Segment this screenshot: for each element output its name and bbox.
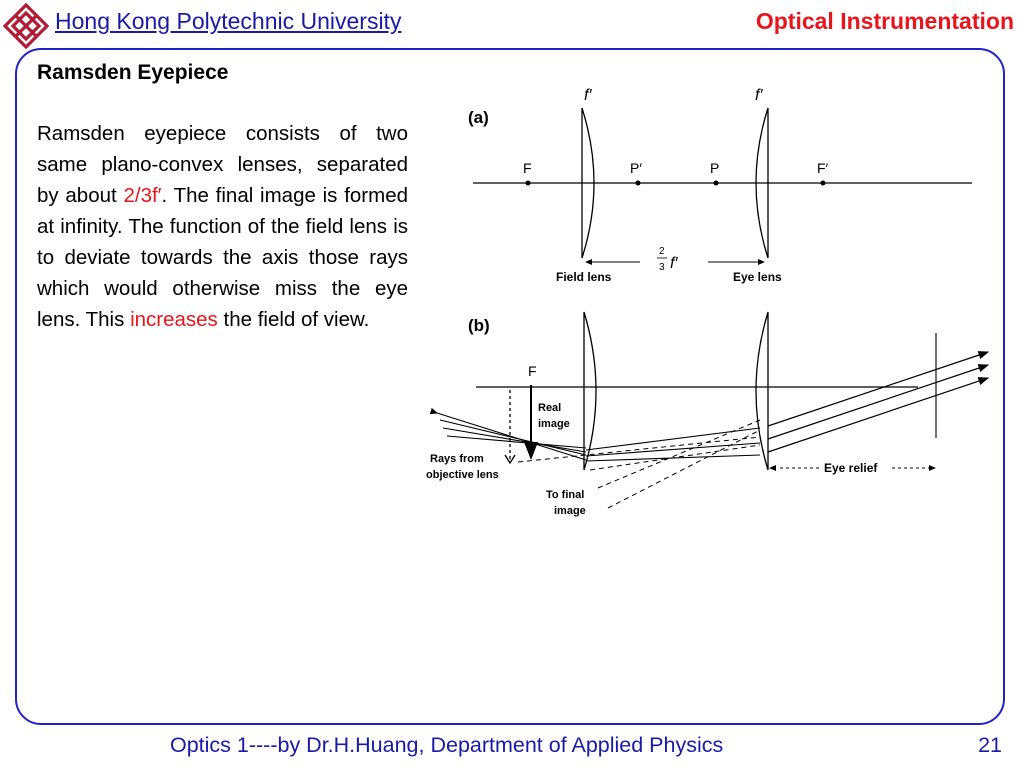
point-f-prime [820, 180, 826, 186]
body-paragraph: Ramsden eyepiece consists of two same pl… [37, 118, 408, 335]
field-lens-b [583, 311, 597, 471]
field-lens-a [581, 107, 595, 259]
ramsden-diagram: (a) f′ f′ F P′ P F′ 2 3 f′ Field lens Ey… [426, 87, 990, 517]
page-number: 21 [978, 733, 1002, 757]
rays-from-label-1: Rays from [430, 453, 484, 465]
separation-denominator: 3 [659, 262, 665, 273]
f-prime-label-1: f′ [584, 87, 592, 104]
diagram-a-label: (a) [468, 108, 489, 127]
paragraph-text-3: the field of view. [217, 308, 370, 331]
course-title: Optical Instrumentation [755, 8, 1014, 34]
eye-relief-label: Eye relief [824, 461, 878, 475]
to-final-label-2: image [554, 505, 586, 517]
point-label-f: F [523, 160, 532, 176]
diagram-b-label: (b) [468, 316, 490, 335]
f-prime-label-2: f′ [755, 87, 763, 104]
real-image-label-1: Real [538, 402, 561, 414]
separation-symbol: f′ [670, 255, 678, 272]
slide-title: Ramsden Eyepiece [37, 61, 229, 84]
separation-highlight: 2/3f′ [123, 184, 162, 207]
separation-numerator: 2 [659, 246, 665, 257]
eye-lens-a [755, 107, 769, 259]
content-frame [15, 48, 1005, 725]
point-p [713, 180, 719, 186]
footer-credit: Optics 1----by Dr.H.Huang, Department of… [170, 733, 724, 757]
rays-from-label-2: objective lens [426, 469, 499, 481]
real-image-label-2: image [538, 418, 570, 430]
university-link[interactable]: Hong Kong Polytechnic University [55, 8, 402, 34]
paragraph-text-1: Ramsden eyepiece consists of two same pl… [37, 122, 408, 207]
paragraph-text-2: . The final image is formed at infinity.… [37, 184, 408, 331]
point-p-prime [635, 180, 641, 186]
eye-lens-b [755, 311, 769, 471]
to-final-label-1: To final [546, 489, 584, 501]
eye-lens-label: Eye lens [733, 270, 782, 284]
point-label-p-prime: P′ [630, 160, 642, 176]
point-label-f-prime: F′ [817, 160, 829, 176]
focus-label-b: F [528, 363, 537, 379]
point-label-p: P [710, 160, 719, 176]
point-f [525, 180, 531, 186]
increases-highlight: increases [130, 308, 218, 331]
polyu-logo [2, 2, 50, 50]
field-lens-label: Field lens [556, 270, 612, 284]
